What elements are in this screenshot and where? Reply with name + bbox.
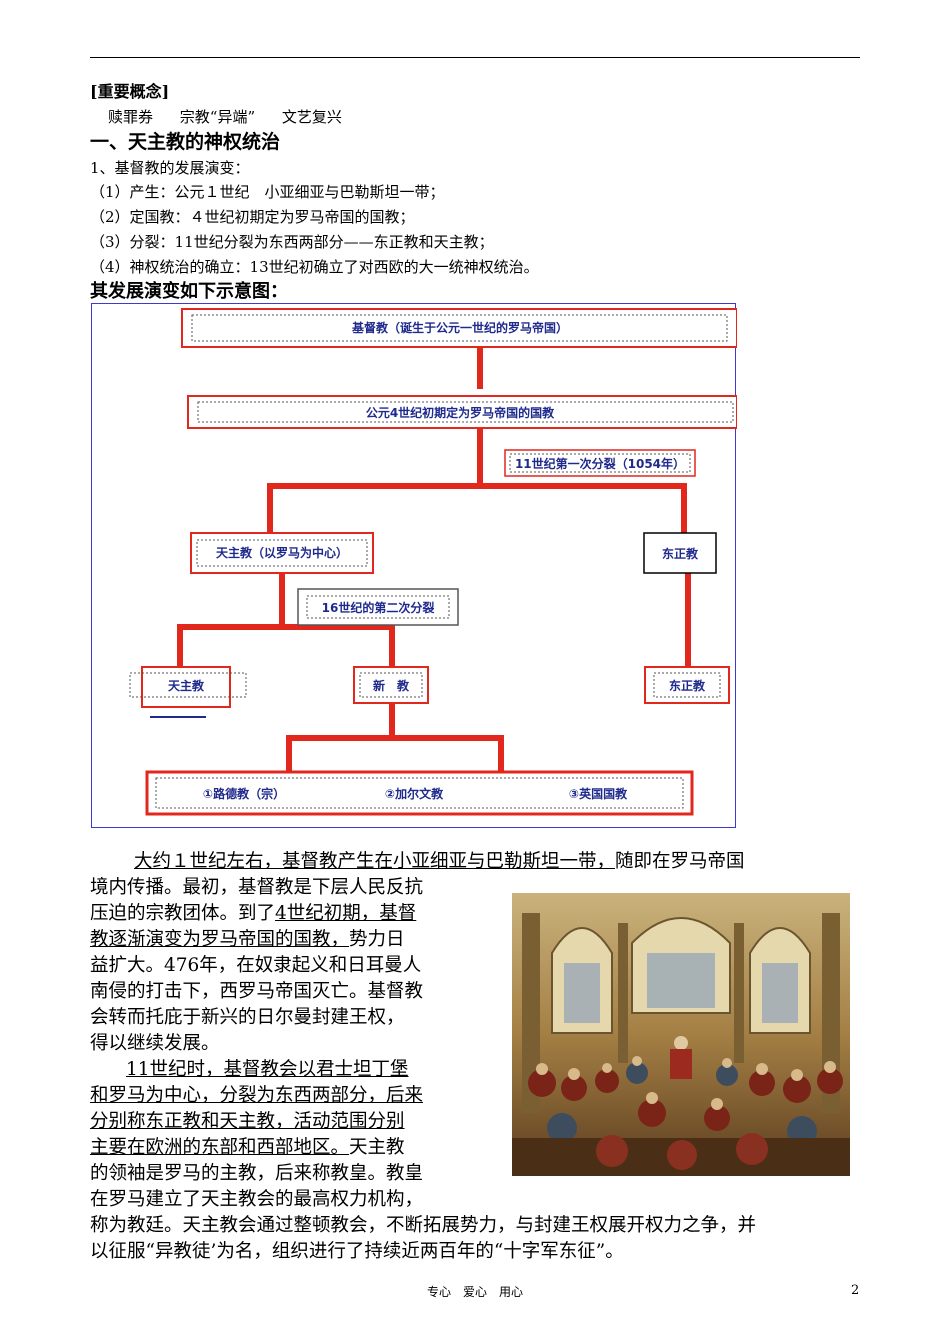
label-lutheran: ①路德教（宗） [203,786,285,801]
paragraph-1-line: 境内传播。最初，基督教是下层人民反抗 [90,877,424,898]
paragraph-2-line: 在罗马建立了天主教会的最高权力机构， [90,1189,424,1210]
label-calvinist: ②加尔文教 [385,786,444,801]
paragraph-2-line: 主要在欧洲的东部和西部地区。天主教 [90,1137,405,1158]
concept-item: 文艺复兴 [281,108,342,126]
evolution-diagram: 基督教（诞生于公元一世纪的罗马帝国） 公元4世纪初期定为罗马帝国的国教 11世纪… [91,303,737,828]
paragraph-1-line: 益扩大。476年，在奴隶起义和日耳曼人 [90,955,422,976]
concepts-title: [重要概念] [90,82,170,101]
label-state-religion: 公元4世纪初期定为罗马帝国的国教 [366,405,555,420]
label-second-split: 16世纪的第二次分裂 [322,600,435,615]
diagram-heading: 其发展演变如下示意图： [90,281,288,302]
label-catholic: 天主教 [168,678,205,693]
box-second-split: 16世纪的第二次分裂 [297,588,459,626]
section-heading: 一、天主教的神权统治 [90,131,281,153]
paragraph-2-line: 以征服“异教徒’为名，组织进行了持续近两百年的“十字军东征”。 [90,1241,624,1262]
box-christianity: 基督教（诞生于公元一世纪的罗马帝国） [181,308,737,348]
box-protestant: 新 教 [353,666,429,704]
box-orthodox-1: 东正教 [643,532,717,574]
paragraph-2-line: 和罗马为中心，分裂为东西两部分，后来 [90,1085,424,1106]
paragraph-2-line: 称为教廷。天主教会通过整顿教会，不断拓展势力，与封建王权展开权力之争，并 [90,1215,757,1236]
church-council-illustration [512,893,850,1176]
subheading: 1、基督教的发展演变： [90,159,250,177]
label-anglican: ③英国国教 [569,786,628,801]
paragraph-2-line: 的领袖是罗马的主教，后来称教皇。教皇 [90,1163,424,1184]
paragraph-1-line: 得以继续发展。 [90,1033,220,1054]
point-theocracy: （4）神权统治的确立：13世纪初确立了对西欧的大一统神权统治。 [90,258,539,276]
page-number: 2 [851,1283,860,1298]
paragraph-1-line: 教逐渐演变为罗马帝国的国教，势力日 [90,929,405,950]
box-orthodox-2: 东正教 [644,666,730,704]
box-first-split: 11世纪第一次分裂（1054年） [504,449,696,477]
label-root: 基督教（诞生于公元一世纪的罗马帝国） [351,320,568,335]
box-state-religion: 公元4世纪初期定为罗马帝国的国教 [187,395,737,429]
label-orthodox-2: 东正教 [669,678,706,693]
concept-item: 赎罪券 [108,108,154,126]
label-catholic-rome: 天主教（以罗马为中心） [216,545,348,560]
label-first-split: 11世纪第一次分裂（1054年） [515,456,685,471]
point-origin: （1）产生：公元１世纪 小亚细亚与巴勒斯坦一带； [90,183,445,201]
paragraph-2-line: 分别称东正教和天主教，活动范围分别 [90,1111,405,1132]
box-protestant-branches: ①路德教（宗） ②加尔文教 ③英国国教 [145,770,694,816]
point-split: （3）分裂：11世纪分裂为东西两部分——东正教和天主教； [90,233,494,251]
box-catholic-rome: 天主教（以罗马为中心） [190,532,374,574]
paragraph-2-line: 11世纪时，基督教会以君士坦丁堡 [126,1059,409,1080]
concept-item: 宗教“异端” [179,108,256,126]
paragraph-1-line: 南侵的打击下，西罗马帝国灭亡。基督教 [90,981,424,1002]
header-rule [90,57,860,58]
footer-motto: 专心 爱心 用心 [426,1285,523,1299]
paragraph-1-line-1: 大约１世纪左右，基督教产生在小亚细亚与巴勒斯坦一带，随即在罗马帝国 [134,851,745,872]
label-orthodox-1: 东正教 [662,546,699,561]
connector-lines [177,347,691,773]
box-catholic: 天主教 [129,666,247,718]
concepts-list: 赎罪券 宗教“异端” 文艺复兴 [108,106,364,127]
point-state-religion: （2）定国教：４世纪初期定为罗马帝国的国教； [90,208,415,226]
paragraph-1-line: 压迫的宗教团体。到了4世纪初期，基督 [90,903,417,924]
paragraph-1-line: 会转而托庇于新兴的日尔曼封建王权， [90,1007,405,1028]
label-protestant: 新 教 [373,678,410,693]
